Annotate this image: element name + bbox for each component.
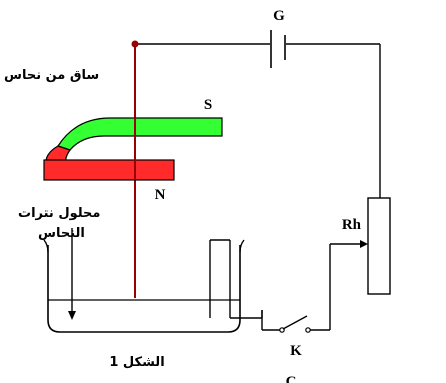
solution-pointer-arrowhead bbox=[68, 311, 76, 320]
switch-contact-right bbox=[305, 327, 311, 333]
label-rheostat: Rh bbox=[342, 217, 362, 233]
stray-char: C bbox=[286, 374, 297, 383]
rheostat bbox=[367, 197, 391, 295]
label-south: S bbox=[204, 97, 212, 113]
tank-rim-right bbox=[239, 239, 245, 253]
label-copper-rod: ساق من نحاس bbox=[4, 68, 99, 83]
wire-electrode bbox=[230, 310, 263, 319]
label-solution-1: محلول نترات bbox=[18, 206, 100, 221]
magnet-north-arm bbox=[43, 159, 175, 181]
label-switch: K bbox=[290, 343, 302, 359]
label-generator: G bbox=[273, 8, 285, 24]
label-north: N bbox=[155, 187, 166, 203]
label-solution-2: النحاس bbox=[38, 226, 85, 241]
magnet-south-arm bbox=[57, 117, 223, 151]
electrolysis-tank bbox=[47, 245, 241, 333]
tank-rim-left bbox=[43, 239, 49, 253]
figure-caption: الشكل 1 bbox=[109, 355, 164, 370]
switch-lever bbox=[282, 315, 308, 330]
rheostat-slider-arrowhead bbox=[360, 240, 368, 248]
rod-pivot bbox=[131, 40, 139, 48]
